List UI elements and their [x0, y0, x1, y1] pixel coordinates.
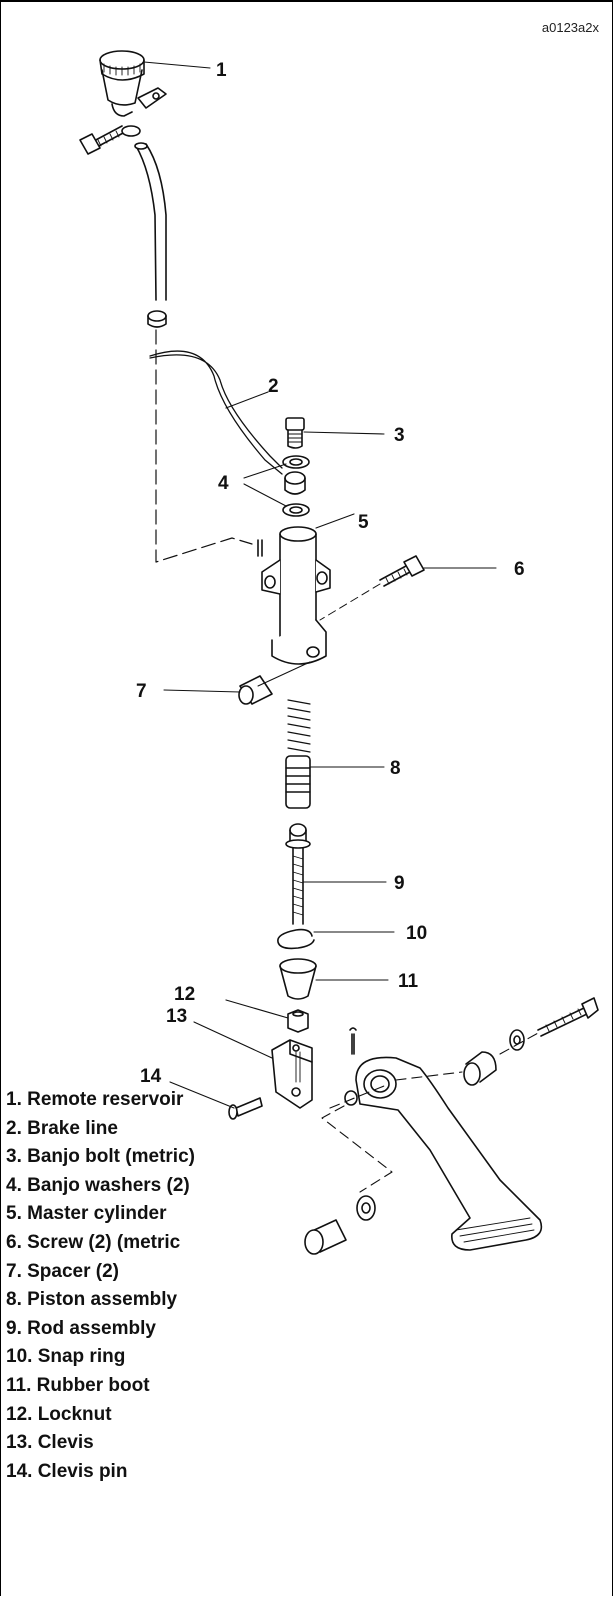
- legend-item: 9. Rod assembly: [6, 1317, 156, 1339]
- legend-item: 4. Banjo washers (2): [6, 1174, 190, 1196]
- leader-4b: [243, 483, 287, 507]
- callout-1: 1: [216, 60, 227, 81]
- brake-pedal: [344, 1056, 543, 1251]
- legend-item: 14. Clevis pin: [6, 1460, 128, 1482]
- callout-14: 14: [140, 1066, 162, 1087]
- legend-item: 1. Remote reservoir: [6, 1089, 184, 1110]
- banjo-washer-bottom: [282, 503, 310, 517]
- leader-12: [225, 999, 289, 1019]
- leader-4a: [243, 463, 287, 479]
- cotter-pin: [349, 1027, 357, 1055]
- pedal-washer: [509, 1029, 525, 1051]
- pivot-bolt: [537, 997, 599, 1037]
- callout-13: 13: [166, 1006, 187, 1027]
- banjo-bolt: [285, 417, 305, 449]
- lower-spacer: [304, 1219, 347, 1255]
- clevis-pin: [228, 1097, 263, 1120]
- callout-11: 11: [398, 971, 419, 992]
- spacer: [238, 661, 311, 705]
- banjo-fitting: [284, 471, 306, 495]
- rod-assembly: [285, 823, 311, 925]
- legend-item: 12. Locknut: [6, 1403, 112, 1425]
- legend-item: 13. Clevis: [6, 1432, 94, 1454]
- legend-item: 6. Screw (2) (metric: [6, 1231, 181, 1253]
- callout-7: 7: [136, 681, 147, 702]
- leader-1: [143, 61, 211, 69]
- pedal-bushing: [463, 1051, 497, 1086]
- callout-2: 2: [268, 376, 279, 397]
- legend-item: 11. Rubber boot: [6, 1374, 150, 1396]
- lower-washer: [356, 1195, 376, 1221]
- hose-clamp: [147, 310, 167, 328]
- legend-item: 2. Brake line: [6, 1117, 118, 1139]
- leader-7: [163, 689, 241, 693]
- callout-6: 6: [514, 559, 525, 580]
- leader-2: [225, 391, 269, 409]
- leader-14: [169, 1081, 235, 1109]
- leader-13: [193, 1021, 273, 1059]
- callout-5: 5: [358, 512, 369, 533]
- legend-item: 7. Spacer (2): [6, 1260, 119, 1282]
- legend-item: 5. Master cylinder: [6, 1203, 167, 1225]
- callout-8: 8: [390, 758, 401, 779]
- leader-3: [303, 431, 385, 435]
- clevis: [271, 1039, 313, 1109]
- callout-4: 4: [218, 473, 229, 494]
- piston-assembly: [285, 755, 311, 809]
- parts-legend: 1. Remote reservoir 2. Brake line 3. Ban…: [6, 1086, 195, 1486]
- snap-ring: [277, 928, 315, 950]
- reservoir-hose: [135, 143, 167, 301]
- brake-line: [149, 350, 283, 475]
- mounting-screw: [319, 555, 425, 621]
- legend-item: 8. Piston assembly: [6, 1289, 178, 1311]
- legend-item: 3. Banjo bolt (metric): [6, 1146, 195, 1168]
- callout-12: 12: [174, 984, 195, 1005]
- master-cylinder: [257, 526, 331, 665]
- legend-item: 10. Snap ring: [6, 1346, 126, 1368]
- callout-10: 10: [406, 923, 427, 944]
- locknut: [287, 1009, 309, 1033]
- callout-3: 3: [394, 425, 405, 446]
- callout-9: 9: [394, 873, 405, 894]
- leader-5: [315, 513, 355, 529]
- rubber-boot: [279, 958, 317, 1000]
- reservoir-screw: [79, 125, 126, 155]
- figure-id: a0123a2x: [541, 20, 599, 35]
- remote-reservoir: [99, 50, 167, 117]
- return-spring: [287, 699, 311, 753]
- banjo-washer-top: [282, 455, 310, 469]
